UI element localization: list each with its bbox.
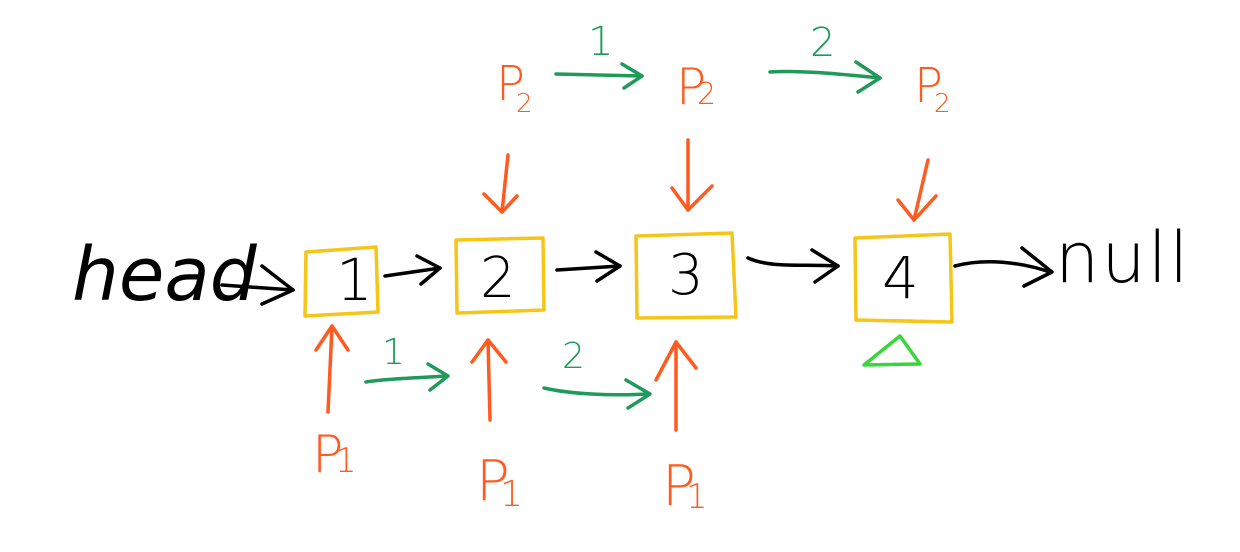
- end-marker-triangle: [862, 334, 922, 367]
- null-label: null: [1055, 217, 1191, 299]
- node-1: 1: [303, 245, 380, 318]
- node-1-value: 1: [336, 246, 373, 314]
- p2-step-1: 1: [554, 19, 644, 90]
- p1-pointer-1: P 1: [312, 324, 357, 485]
- p2-pointer-2: P 2: [670, 58, 716, 212]
- p1-letter-3: P: [662, 454, 696, 519]
- p1-sub-1: 1: [335, 441, 357, 481]
- p2-sub-3: 2: [934, 89, 951, 119]
- p1-pointer-3: P 1: [654, 340, 708, 519]
- p1-sub-2: 1: [500, 474, 523, 515]
- node-3: 3: [634, 231, 738, 320]
- p1-letter-2: P: [476, 449, 510, 514]
- p1-step-2: 2: [542, 336, 652, 410]
- p2-step-1-label: 1: [588, 19, 613, 65]
- p2-sub-1: 2: [516, 89, 533, 119]
- p2-letter-1: P: [496, 56, 525, 112]
- node-2-value: 2: [480, 246, 516, 311]
- arrow-1-to-2: [383, 254, 442, 286]
- p2-step-2: 2: [768, 20, 882, 94]
- p2-letter-3: P: [914, 58, 943, 114]
- p1-sub-3: 1: [686, 477, 708, 517]
- node-3-value: 3: [668, 243, 704, 308]
- p2-pointer-1: P 2: [482, 56, 533, 214]
- head-label: head: [72, 232, 258, 318]
- p1-pointer-2: P 1: [470, 338, 523, 515]
- node-2: 2: [454, 236, 546, 315]
- node-4: 4: [853, 232, 954, 324]
- p2-sub-2: 2: [697, 77, 716, 112]
- arrow-2-to-3: [555, 250, 622, 283]
- arrow-4-to-null: [953, 246, 1054, 288]
- node-4-value: 4: [882, 244, 919, 312]
- p1-letter-1: P: [312, 425, 343, 485]
- p2-letter-2: P: [676, 58, 706, 116]
- arrow-3-to-4: [746, 248, 840, 284]
- p2-step-2-label: 2: [810, 20, 835, 66]
- p1-step-1: 1: [364, 332, 450, 392]
- head-arrow: [220, 264, 295, 306]
- p1-step-2-label: 2: [562, 336, 585, 377]
- p2-pointer-3: P 2: [896, 58, 951, 222]
- p1-step-1-label: 1: [382, 332, 405, 373]
